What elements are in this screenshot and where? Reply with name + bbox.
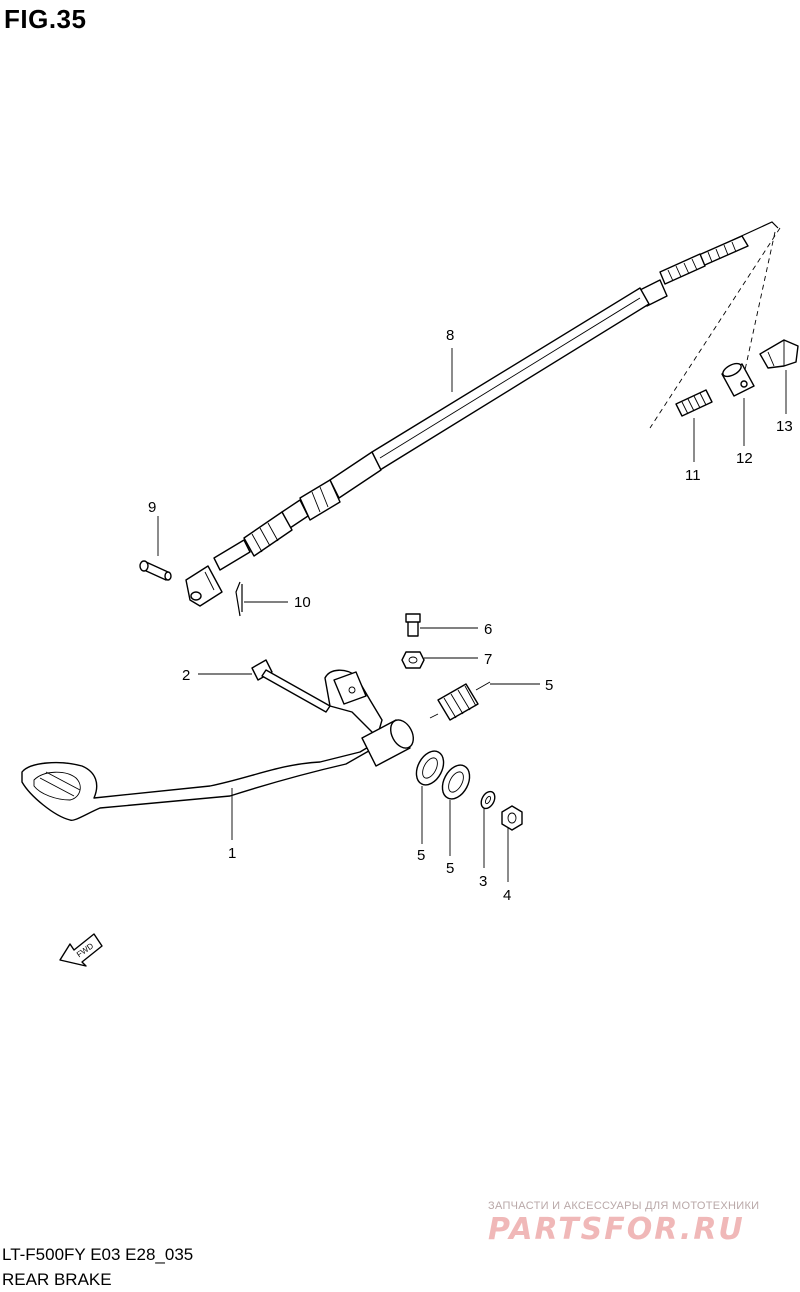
callout-14: 13 — [776, 418, 793, 435]
callout-4: 4 — [503, 887, 511, 904]
washer-a — [415, 750, 445, 786]
clevis-pin — [139, 560, 172, 581]
callout-2: 2 — [182, 667, 190, 684]
callout-8: 7 — [484, 651, 492, 668]
adjuster-joint — [721, 362, 755, 397]
watermark-logo: PARTSFOR.RU — [488, 1212, 745, 1247]
figure-title: FIG.35 — [4, 4, 87, 34]
callout-7: 6 — [484, 621, 492, 638]
small-nut — [401, 651, 425, 669]
cotter-pin — [235, 581, 243, 617]
brake-pedal — [21, 669, 414, 821]
callout-13: 12 — [736, 450, 753, 467]
watermark-tagline: ЗАПЧАСТИ И АКСЕССУАРЫ ДЛЯ МОТОТЕХНИКИ — [488, 1200, 760, 1212]
callout-numbers: 8 9 10 6 7 5 2 1 5 5 3 4 11 12 13 — [148, 327, 793, 904]
washer-b — [441, 764, 471, 800]
callout-1: 1 — [228, 845, 236, 862]
small-washer — [480, 790, 496, 810]
callout-11: 10 — [294, 594, 311, 611]
callout-6: 5 — [545, 677, 553, 694]
pivot-bolt — [251, 659, 331, 713]
pedal-nut — [501, 805, 523, 831]
leader-dashes — [649, 227, 781, 429]
callout-10: 9 — [148, 499, 156, 516]
diagram-name: REAR BRAKE — [2, 1270, 112, 1289]
model-code: LT-F500FY E03 E28_035 — [2, 1245, 194, 1264]
adjuster-nut — [759, 339, 799, 369]
leader-lines — [157, 348, 787, 882]
callout-5b: 5 — [446, 860, 454, 877]
small-bolt — [405, 613, 421, 637]
callout-12: 11 — [685, 467, 701, 484]
fwd-arrow-icon: FWD — [59, 933, 103, 967]
return-spring — [429, 681, 491, 721]
adjuster-spring — [675, 389, 713, 417]
callout-3: 3 — [479, 873, 487, 890]
brake-cable — [185, 221, 779, 607]
callout-9: 8 — [446, 327, 454, 344]
callout-5a: 5 — [417, 847, 425, 864]
